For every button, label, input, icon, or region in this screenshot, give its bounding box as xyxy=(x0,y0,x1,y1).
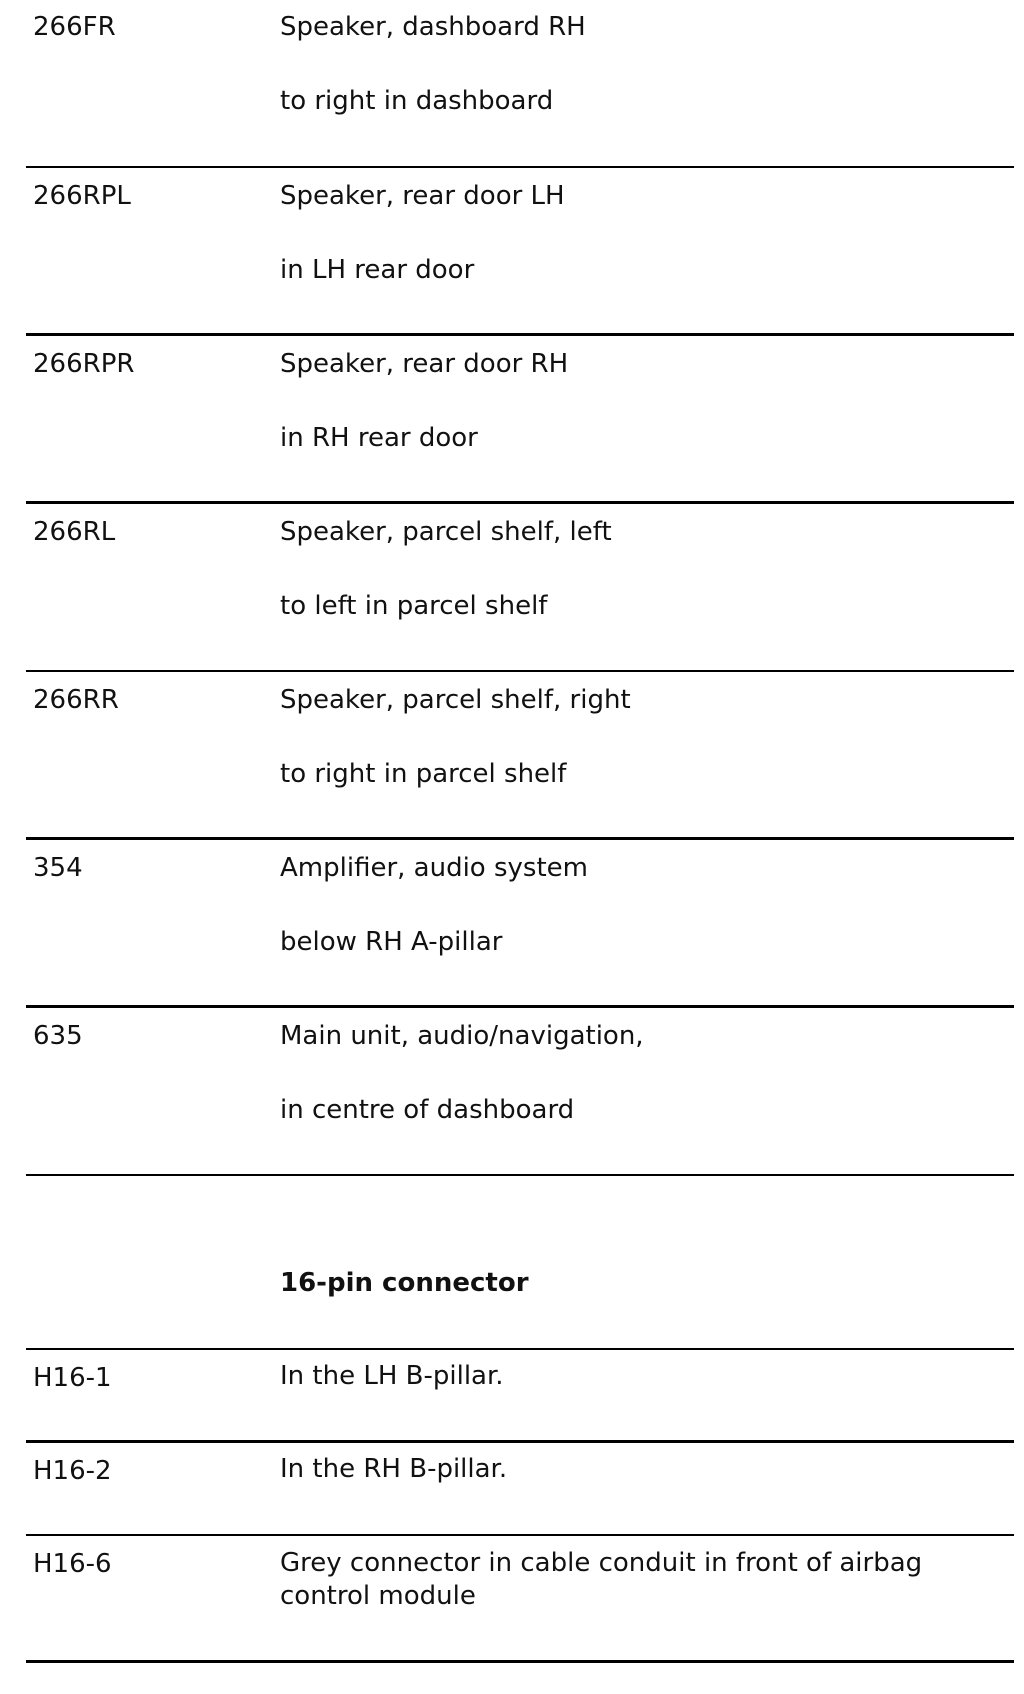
row-divider xyxy=(26,670,1014,672)
component-name: Main unit, audio/navigation, xyxy=(280,1021,644,1051)
component-name: Speaker, parcel shelf, left xyxy=(280,517,612,547)
row-divider xyxy=(26,1660,1014,1663)
component-code: 354 xyxy=(33,853,83,883)
connector-code: H16-1 xyxy=(33,1363,112,1393)
component-location: in centre of dashboard xyxy=(280,1095,575,1125)
component-code: 266RL xyxy=(33,517,116,547)
connector-code: H16-2 xyxy=(33,1456,112,1486)
connector-location: In the RH B-pillar. xyxy=(280,1454,508,1484)
component-code: 266RR xyxy=(33,685,119,715)
row-divider xyxy=(26,1005,1014,1008)
component-location: in RH rear door xyxy=(280,423,478,453)
connector-location: Grey connector in cable conduit in front… xyxy=(280,1548,923,1611)
connector-location: In the LH B-pillar. xyxy=(280,1361,504,1391)
row-divider xyxy=(26,501,1014,504)
row-divider xyxy=(26,1534,1014,1536)
component-location: to left in parcel shelf xyxy=(280,591,548,621)
component-name: Speaker, parcel shelf, right xyxy=(280,685,631,715)
section-heading: 16-pin connector xyxy=(280,1268,529,1298)
component-name: Speaker, rear door LH xyxy=(280,181,565,211)
row-divider xyxy=(26,1348,1014,1350)
connector-code: H16-6 xyxy=(33,1549,112,1579)
row-divider xyxy=(26,166,1014,168)
row-divider xyxy=(26,1440,1014,1443)
component-code: 635 xyxy=(33,1021,83,1051)
component-location: to right in dashboard xyxy=(280,86,554,116)
row-divider xyxy=(26,837,1014,840)
component-code: 266RPL xyxy=(33,181,131,211)
component-code: 266FR xyxy=(33,12,116,42)
row-divider xyxy=(26,333,1014,336)
row-divider xyxy=(26,1174,1014,1176)
component-location: in LH rear door xyxy=(280,255,475,285)
component-name: Amplifier, audio system xyxy=(280,853,588,883)
component-name: Speaker, dashboard RH xyxy=(280,12,586,42)
component-code: 266RPR xyxy=(33,349,135,379)
component-location: below RH A-pillar xyxy=(280,927,503,957)
component-location: to right in parcel shelf xyxy=(280,759,567,789)
component-name: Speaker, rear door RH xyxy=(280,349,569,379)
